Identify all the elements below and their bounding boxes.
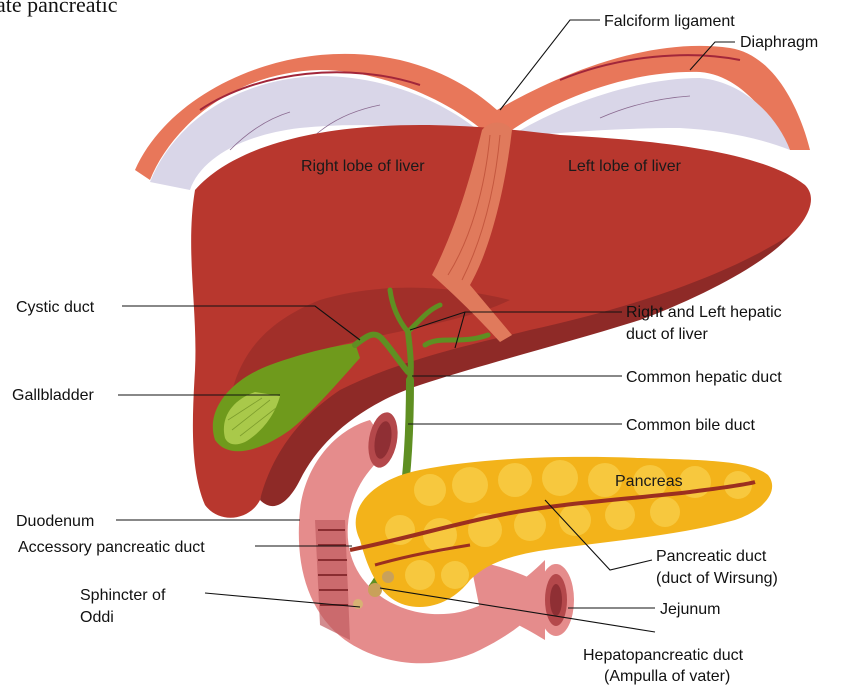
label-common-bile-duct: Common bile duct bbox=[626, 417, 756, 434]
label-common-hepatic-duct: Common hepatic duct bbox=[626, 369, 782, 386]
label-hepatopancreatic-line1: Hepatopancreatic duct bbox=[583, 647, 744, 664]
label-left-lobe: Left lobe of liver bbox=[568, 158, 682, 175]
label-pancreatic-duct-line2: (duct of Wirsung) bbox=[656, 570, 778, 587]
label-sphincter-line2: Oddi bbox=[80, 609, 114, 626]
label-jejunum: Jejunum bbox=[660, 601, 720, 618]
label-cystic-duct: Cystic duct bbox=[16, 299, 95, 316]
label-sphincter-line1: Sphincter of bbox=[80, 587, 166, 604]
label-right-lobe: Right lobe of liver bbox=[301, 158, 425, 175]
label-hepatopancreatic-line2: (Ampulla of vater) bbox=[604, 668, 730, 685]
label-rl-hepatic-line2: duct of liver bbox=[626, 326, 708, 343]
label-accessory-pancreatic-duct: Accessory pancreatic duct bbox=[18, 539, 205, 556]
label-pancreatic-duct-line1: Pancreatic duct bbox=[656, 548, 767, 565]
label-duodenum: Duodenum bbox=[16, 513, 94, 530]
label-pancreas: Pancreas bbox=[615, 473, 683, 490]
label-falciform-ligament: Falciform ligament bbox=[604, 13, 735, 30]
label-diaphragm: Diaphragm bbox=[740, 34, 818, 51]
label-rl-hepatic-line1: Right and Left hepatic bbox=[626, 304, 782, 321]
clipped-top-text: ate pancreatic bbox=[0, 0, 118, 17]
label-gallbladder: Gallbladder bbox=[12, 387, 95, 404]
